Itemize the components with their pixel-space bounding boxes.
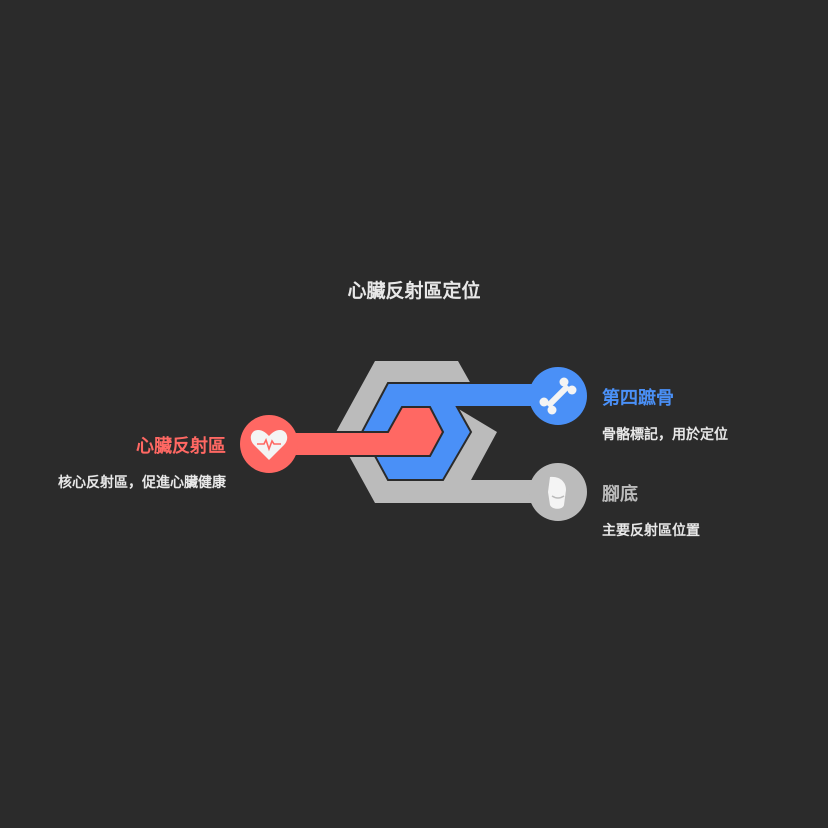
- heart-pulse-icon: [250, 430, 288, 460]
- bone-description: 骨骼標記，用於定位: [602, 427, 728, 443]
- foot-label: 腳底: [602, 484, 638, 505]
- foot-description: 主要反射區位置: [602, 523, 700, 539]
- bone-icon: [539, 377, 577, 415]
- bone-label: 第四蹠骨: [602, 388, 674, 409]
- foot-icon: [548, 476, 566, 509]
- heart-label: 心臟反射區: [136, 436, 226, 457]
- heart-description: 核心反射區，促進心臟健康: [58, 475, 226, 491]
- diagram-title: 心臟反射區定位: [347, 280, 481, 302]
